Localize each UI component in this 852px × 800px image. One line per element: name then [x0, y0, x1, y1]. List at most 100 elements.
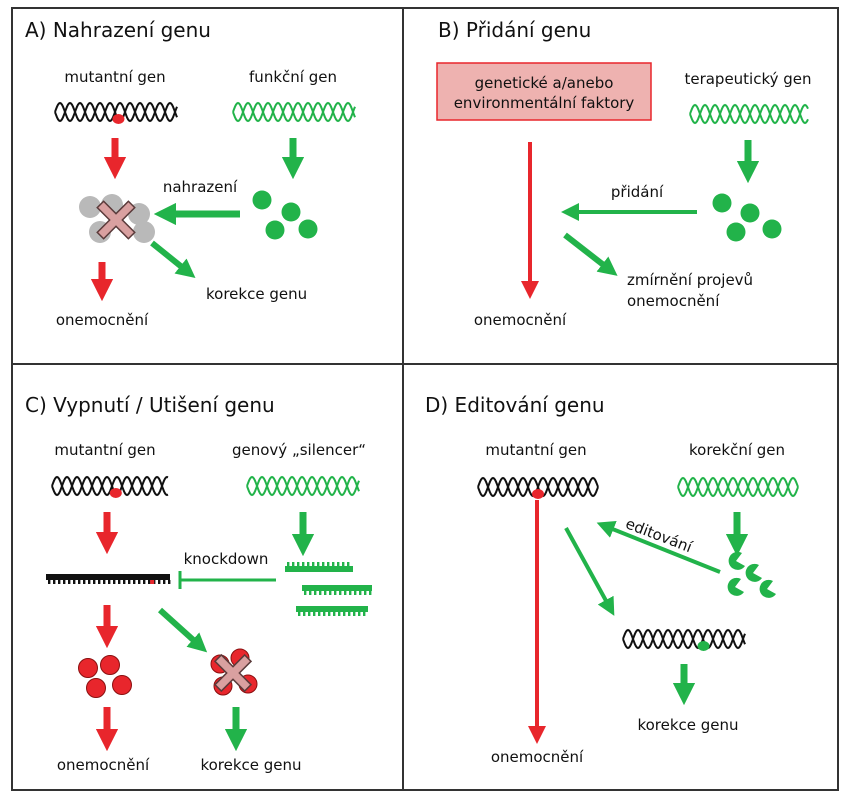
rna-backbone: [46, 574, 170, 580]
rna-base: [148, 580, 151, 584]
panel-c: C) Vypnutí / Utišení genu mutantní gen g…: [25, 393, 372, 774]
helix-strand: [689, 103, 809, 125]
rna-base: [128, 580, 131, 584]
panel-b-title: B) Přidání genu: [438, 18, 591, 42]
rna-base: [53, 580, 56, 584]
rna-base: [133, 580, 136, 584]
rna-base: [93, 580, 96, 584]
silencer-rna-2: [302, 585, 372, 595]
rna-base: [323, 612, 326, 616]
rna-base: [298, 612, 301, 616]
rna-base: [108, 580, 111, 584]
functional-gene-label: funkční gen: [249, 68, 337, 86]
rna-base: [344, 591, 347, 595]
rna-base: [358, 612, 361, 616]
arrow-correction: [150, 240, 196, 279]
helix-strand: [51, 475, 169, 497]
rna-base: [88, 580, 91, 584]
rna-base: [328, 612, 331, 616]
mutant-gene-label-c: mutantní gen: [54, 441, 155, 459]
rna-base: [348, 612, 351, 616]
mutant-gene-helix-c: [51, 475, 169, 498]
rna-base: [332, 562, 335, 566]
rna-base: [153, 580, 156, 584]
rna-base: [337, 562, 340, 566]
disease-label-c: onemocnění: [57, 756, 150, 774]
rna-base: [287, 562, 290, 566]
therapeutic-gene-label: terapeutický gen: [684, 70, 811, 88]
addition-label: přidání: [611, 183, 664, 201]
rna-base: [307, 562, 310, 566]
defective-protein: [79, 194, 155, 243]
corrective-gene-helix: [677, 476, 799, 498]
outer-frame: [11, 7, 839, 791]
cross-icon: [213, 653, 253, 693]
arrow-to-edited-gene: [564, 527, 615, 616]
mutant-gene-helix: [54, 101, 178, 124]
rna-mutation-marker: [150, 580, 155, 584]
corrective-gene-label: korekční gen: [689, 441, 785, 459]
functional-protein-dots: [252, 190, 318, 240]
rna-base: [158, 580, 161, 584]
rna-base: [317, 562, 320, 566]
rna-base: [314, 591, 317, 595]
rna-base: [312, 562, 315, 566]
rna-base: [309, 591, 312, 595]
rna-base: [118, 580, 121, 584]
panel-c-title: C) Vypnutí / Utišení genu: [25, 393, 275, 417]
edited-gene-helix: [622, 628, 746, 651]
rna-base: [304, 591, 307, 595]
panel-d-title: D) Editování genu: [425, 393, 605, 417]
panel-d: D) Editování genu mutantní gen korekční …: [425, 393, 799, 766]
rna-base: [83, 580, 86, 584]
rna-base: [343, 612, 346, 616]
rna-base: [163, 580, 166, 584]
helix-strand: [246, 475, 360, 497]
rna-base: [58, 580, 61, 584]
panel-a: A) Nahrazení genu mutantní gen funkční g…: [25, 18, 356, 329]
correction-label-d: korekce genu: [637, 716, 738, 734]
factors-box: [436, 62, 652, 121]
rna-base: [342, 562, 345, 566]
rna-base: [347, 562, 350, 566]
mutation-marker: [697, 641, 710, 651]
rna-base: [339, 591, 342, 595]
relief-label-line1: zmírnění projevů: [627, 271, 753, 289]
arrow-editing: [596, 520, 721, 574]
rna-base: [327, 562, 330, 566]
rna-backbone: [302, 585, 372, 591]
blocked-protein: [210, 648, 258, 696]
editing-enzyme-icon: [727, 551, 776, 598]
rna-base: [333, 612, 336, 616]
mutation-marker: [109, 488, 122, 498]
rna-base: [138, 580, 141, 584]
panel-b: B) Přidání genu genetické a/anebo enviro…: [436, 18, 812, 329]
rna-base: [319, 591, 322, 595]
arrow-mrna-to-blocked: [157, 607, 208, 653]
rna-base: [303, 612, 306, 616]
factors-box-line2: environmentální faktory: [454, 94, 635, 112]
helix-strand: [232, 101, 356, 123]
correction-label: korekce genu: [206, 285, 307, 303]
rna-base: [313, 612, 316, 616]
rna-base: [113, 580, 116, 584]
rna-backbone: [296, 606, 368, 612]
silencer-rna-3: [296, 606, 368, 616]
silencer-rna-1: [285, 562, 353, 572]
rna-backbone: [285, 566, 353, 572]
therapeutic-gene-helix: [689, 103, 809, 125]
helix-strand: [51, 475, 169, 497]
functional-gene-helix: [232, 101, 356, 123]
arrow-relief: [563, 232, 618, 276]
rna-base: [103, 580, 106, 584]
rna-base: [349, 591, 352, 595]
silencer-label: genový „silencer“: [232, 441, 366, 459]
rna-base: [168, 580, 171, 584]
silencer-helix: [246, 475, 360, 497]
relief-label-line2: onemocnění: [627, 292, 720, 310]
mutation-marker: [112, 114, 125, 124]
mutant-gene-label: mutantní gen: [64, 68, 165, 86]
mutant-gene-helix-d: [477, 476, 599, 499]
